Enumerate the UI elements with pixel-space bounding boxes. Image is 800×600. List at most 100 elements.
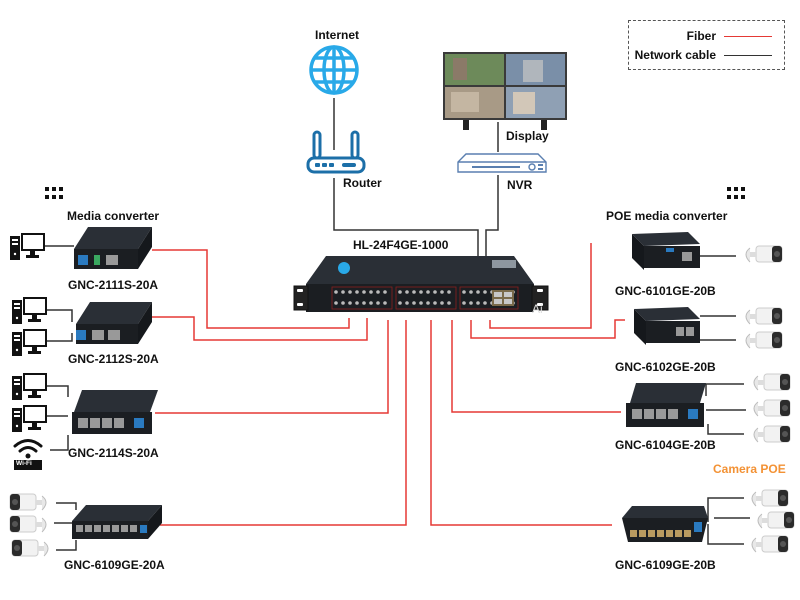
fiber-port bbox=[469, 290, 473, 294]
cable-router-switch bbox=[333, 178, 479, 258]
cable-pc2b-conv2 bbox=[46, 333, 73, 342]
fiber-switch-device bbox=[293, 256, 549, 312]
router-label: Router bbox=[343, 176, 382, 190]
cable-pc2a-conv2 bbox=[46, 309, 73, 322]
fiber-port bbox=[426, 290, 430, 294]
cable-cam3-conv4 bbox=[56, 540, 77, 551]
bullet-camera-icon bbox=[740, 330, 784, 357]
fiber-port bbox=[483, 301, 487, 305]
bullet-camera-icon bbox=[746, 488, 790, 515]
fiber-port bbox=[412, 301, 416, 305]
bullet-camera-icon bbox=[748, 424, 792, 451]
computer-icon bbox=[12, 296, 48, 331]
poe-converter-6109-b bbox=[622, 506, 708, 542]
fiber-port bbox=[476, 301, 480, 305]
fiber-port bbox=[348, 301, 352, 305]
fiber-port bbox=[362, 290, 366, 294]
poe-converter-6101 bbox=[632, 232, 700, 270]
display-label: Display bbox=[506, 129, 549, 143]
wifi-icon bbox=[13, 439, 43, 470]
model-label-6101: GNC-6101GE-20B bbox=[615, 284, 716, 298]
fiber-port bbox=[419, 290, 423, 294]
model-label-2112: GNC-2112S-20A bbox=[68, 352, 159, 366]
bullet-camera-icon bbox=[10, 538, 54, 565]
legend-label-fiber: Fiber bbox=[686, 29, 716, 43]
legend: Fiber Network cable bbox=[628, 20, 785, 70]
bullet-camera-icon bbox=[752, 510, 796, 537]
fiber-port bbox=[369, 290, 373, 294]
fiber-port bbox=[334, 301, 338, 305]
fiber-port bbox=[334, 290, 338, 294]
bullet-camera-icon bbox=[748, 372, 792, 399]
fiber-port bbox=[433, 290, 437, 294]
right-group-label: POE media converter bbox=[606, 209, 728, 223]
fiber-port bbox=[341, 301, 345, 305]
bullet-camera-icon bbox=[746, 534, 790, 561]
fiber-cables bbox=[152, 243, 625, 526]
fiber-conv6102 bbox=[470, 319, 625, 339]
fiber-port bbox=[476, 290, 480, 294]
model-label-6109-b: GNC-6109GE-20B bbox=[615, 558, 716, 572]
fiber-port bbox=[405, 301, 409, 305]
model-label-6109-a: GNC-6109GE-20A bbox=[64, 558, 165, 572]
more-dots-left-icon bbox=[45, 187, 65, 206]
router-icon bbox=[306, 130, 366, 174]
display-monitor-icon bbox=[443, 52, 567, 130]
cable-conv6104-cam1 bbox=[705, 383, 744, 396]
bullet-camera-icon bbox=[8, 514, 52, 541]
legend-swatch-network-cable bbox=[724, 54, 772, 56]
network-cables bbox=[44, 98, 750, 551]
fiber-conv6109b bbox=[430, 320, 612, 526]
fiber-port bbox=[355, 301, 359, 305]
cable-conv6109b-cam1 bbox=[707, 497, 744, 522]
fiber-port bbox=[362, 301, 366, 305]
fiber-port bbox=[440, 290, 444, 294]
legend-swatch-fiber bbox=[724, 35, 772, 37]
wifi-label: Wi-Fi bbox=[16, 460, 32, 467]
model-label-2114: GNC-2114S-20A bbox=[68, 446, 159, 460]
fiber-port bbox=[355, 290, 359, 294]
model-label-6102: GNC-6102GE-20B bbox=[615, 360, 716, 374]
left-group-label: Media converter bbox=[67, 209, 160, 223]
internet-label: Internet bbox=[315, 28, 360, 42]
fiber-conv6101 bbox=[489, 243, 592, 329]
fiber-port bbox=[383, 301, 387, 305]
fiber-port bbox=[341, 290, 345, 294]
fiber-conv6104 bbox=[451, 320, 621, 413]
cable-cam1-conv4 bbox=[56, 502, 77, 510]
nvr-label: NVR bbox=[507, 178, 533, 192]
globe-icon bbox=[309, 45, 359, 95]
computer-icon bbox=[12, 372, 48, 407]
fiber-conv2111 bbox=[152, 249, 350, 329]
fiber-port bbox=[462, 290, 466, 294]
fiber-conv6109a bbox=[160, 320, 407, 526]
fiber-port bbox=[376, 290, 380, 294]
bullet-camera-icon bbox=[748, 398, 792, 425]
fiber-port bbox=[426, 301, 430, 305]
camera-poe-label: Camera POE bbox=[713, 462, 786, 476]
fiber-port bbox=[419, 301, 423, 305]
more-dots-right-icon bbox=[727, 187, 747, 206]
bullet-camera-icon bbox=[8, 492, 52, 519]
cable-conv6104-cam3 bbox=[707, 424, 744, 435]
fiber-port bbox=[412, 290, 416, 294]
fiber-port bbox=[447, 290, 451, 294]
fiber-port bbox=[398, 301, 402, 305]
fiber-port bbox=[462, 301, 466, 305]
fiber-conv2114 bbox=[155, 320, 389, 414]
media-converter-2111 bbox=[74, 227, 152, 269]
ai-badge: Ai bbox=[532, 302, 543, 316]
cable-conv6109b-cam3 bbox=[707, 524, 744, 545]
switch-model-label: HL-24F4GE-1000 bbox=[353, 238, 449, 252]
media-converter-2114 bbox=[72, 390, 158, 434]
fiber-port bbox=[447, 301, 451, 305]
fiber-port bbox=[483, 290, 487, 294]
fiber-port bbox=[405, 290, 409, 294]
poe-converter-6104 bbox=[626, 383, 706, 427]
computer-icon bbox=[12, 404, 48, 439]
media-converter-6109-a bbox=[72, 505, 162, 539]
fiber-port bbox=[369, 301, 373, 305]
fiber-port bbox=[469, 301, 473, 305]
computer-icon bbox=[12, 328, 48, 363]
